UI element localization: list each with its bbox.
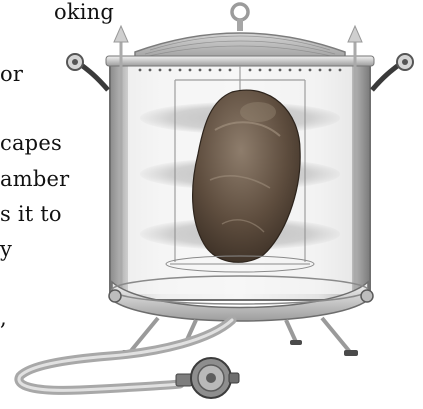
- rivet-right: [361, 290, 373, 302]
- top-ring-handle: [232, 4, 248, 31]
- handle-left-icon: [67, 54, 108, 90]
- rivet-left: [109, 290, 121, 302]
- top-rim: [106, 56, 374, 66]
- gas-regulator-icon: [176, 358, 239, 398]
- handle-right-icon: [372, 54, 413, 90]
